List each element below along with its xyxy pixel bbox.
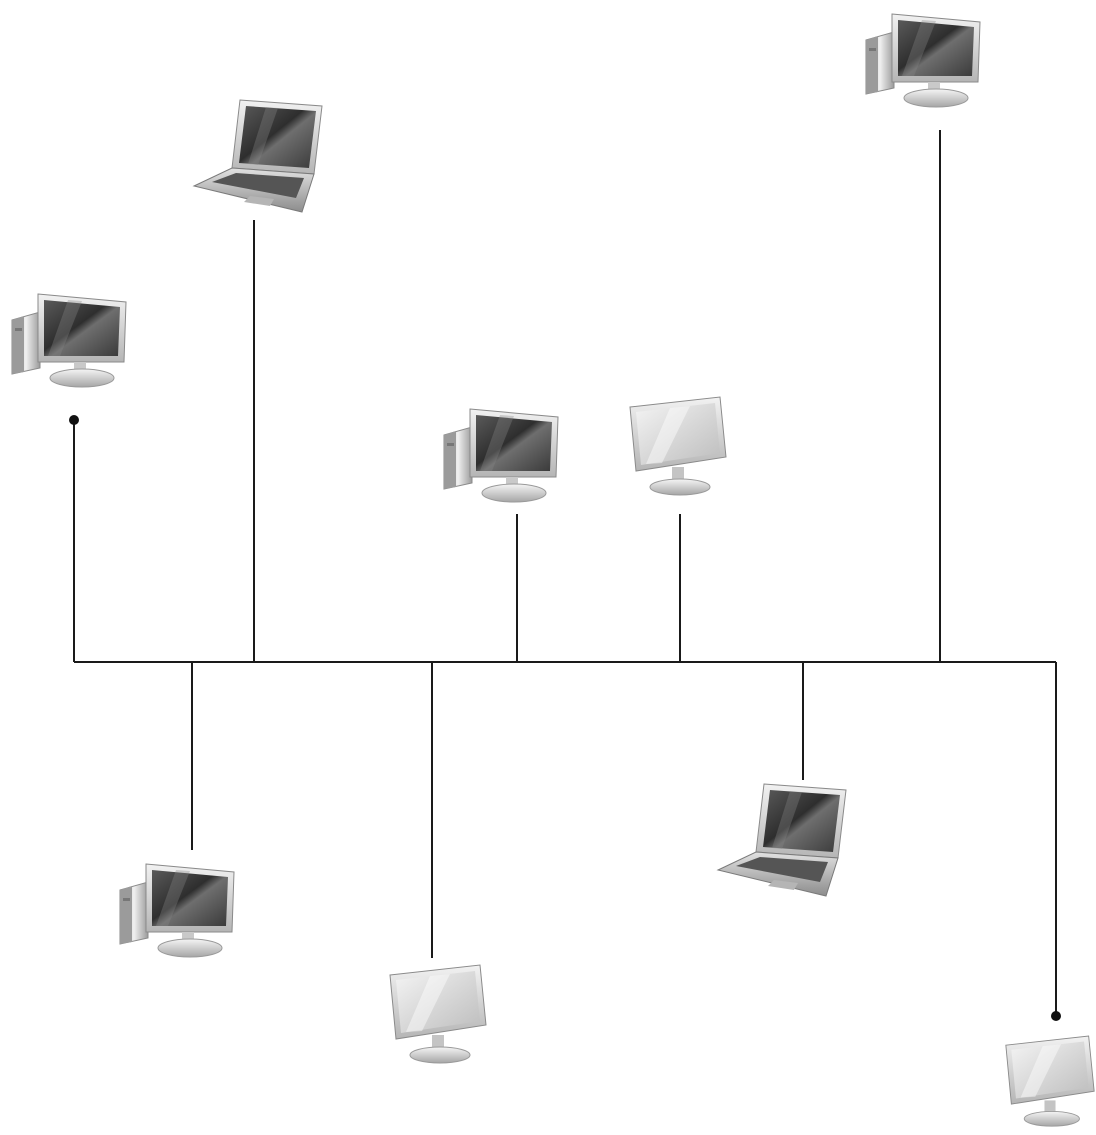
laptop-icon	[193, 99, 323, 213]
laptop-icon	[717, 783, 847, 897]
terminator-left	[69, 415, 79, 425]
desktop-pc-icon	[443, 408, 559, 503]
monitor-icon	[1005, 1035, 1095, 1127]
desktop-pc-icon	[11, 293, 127, 388]
monitor-icon	[389, 964, 487, 1064]
terminator-right	[1051, 1011, 1061, 1021]
desktop-pc-icon	[119, 863, 235, 958]
monitor-icon	[629, 396, 727, 496]
desktop-pc-icon	[865, 13, 981, 108]
